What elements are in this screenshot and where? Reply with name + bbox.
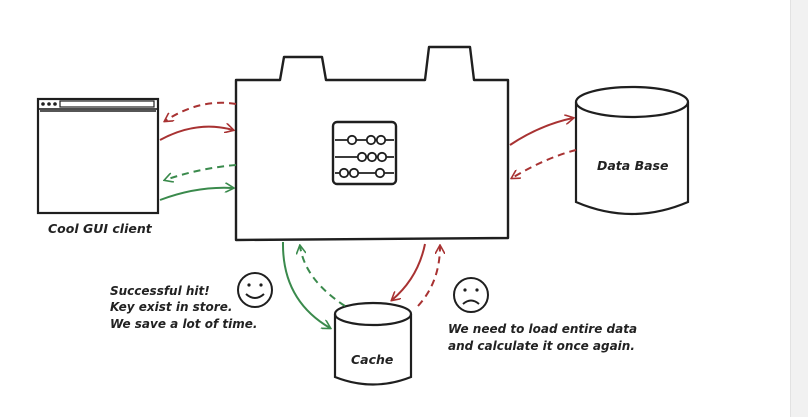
db-request-arrow [509,118,573,146]
server-box [234,45,510,242]
cache-label: Cache [351,352,393,367]
response-arrow-red [165,101,237,121]
miss-note-line1: We need to load entire data [448,322,637,336]
miss-note-line2: and calculate it once again. [448,339,635,353]
right-scrollbar-edge[interactable] [790,0,808,417]
cache-miss-response-arrow [417,246,440,307]
window-dot-icon [53,102,57,106]
request-arrow-green [159,188,233,201]
hit-note-line1: Successful hit! [110,284,210,298]
happy-face-icon [237,272,273,308]
abacus-icon [331,120,398,186]
cache-miss-request-arrow [392,243,426,300]
gui-client-window [36,97,160,215]
window-dot-icon [41,102,45,106]
database-label: Data Base [597,158,668,173]
hit-note-line2: Key exist in store. [110,300,232,314]
window-dot-icon [47,102,51,106]
db-response-arrow [512,149,577,178]
hit-note-line3: We save a lot of time. [110,317,257,331]
client-label: Cool GUI client [48,221,153,236]
response-arrow-green [165,164,237,180]
sad-face-icon [453,277,489,313]
cache-hit-request-arrow [281,241,330,328]
request-arrow-red [159,127,233,141]
database-cylinder [574,85,690,216]
cache-cylinder [333,301,413,386]
cache-hit-response-arrow [300,246,346,307]
